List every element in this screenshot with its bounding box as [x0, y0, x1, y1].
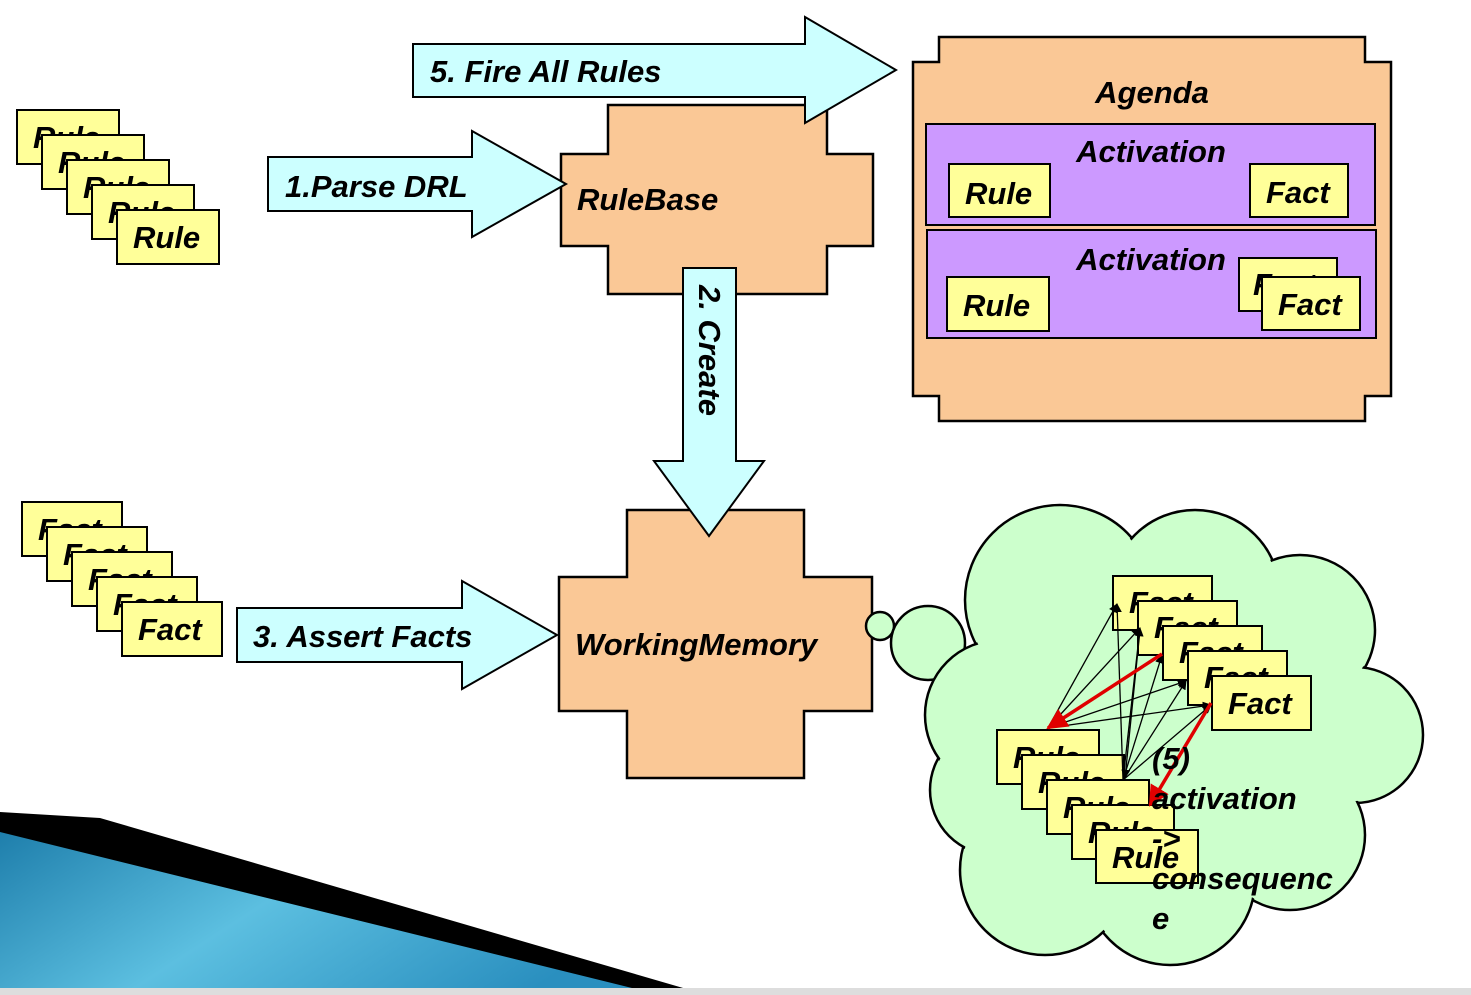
svg-text:Fact: Fact: [1266, 175, 1331, 210]
activation-fact-card: Fact: [1249, 163, 1349, 218]
assert-facts-label: 3. Assert Facts: [253, 619, 472, 654]
svg-text:(5): (5): [1152, 741, 1190, 776]
svg-text:Fact: Fact: [1278, 287, 1343, 322]
activation-title: Activation: [1075, 134, 1226, 169]
svg-text:e: e: [1152, 901, 1169, 936]
activation-fact-card: Fact: [1261, 276, 1361, 331]
activation-rule-card: Rule: [948, 163, 1051, 218]
rulebase-label: RuleBase: [577, 182, 718, 217]
cloud-fact-card: Fact: [1211, 675, 1312, 731]
fact-card-stack: Fact Fact Fact Fact Fact: [21, 501, 223, 657]
create-label: 2. Create: [692, 284, 727, 416]
rete-links: [1047, 603, 1212, 781]
create-arrow: 2. Create: [652, 267, 766, 538]
parse-drl-arrow: 1.Parse DRL: [267, 129, 569, 239]
activation-note: (5) activation -> consequenc e: [1152, 741, 1333, 936]
cloud-rule-card: Rule: [1095, 829, 1199, 884]
thought-bubble-small: [864, 610, 896, 642]
svg-text:Rule: Rule: [133, 220, 200, 255]
working-memory-label: WorkingMemory: [575, 627, 819, 662]
activation-links: [1046, 652, 1213, 807]
activation-box: Activation Rule Fact: [925, 123, 1376, 226]
svg-text:Rule: Rule: [1112, 840, 1179, 875]
svg-text:Fact: Fact: [138, 612, 203, 647]
activation-box: Activation Rule Fact Fact: [926, 229, 1377, 339]
agenda-title: Agenda: [1094, 75, 1209, 110]
svg-text:consequenc: consequenc: [1152, 861, 1333, 896]
svg-text:Rule: Rule: [965, 176, 1032, 211]
cloud-rule-stack: Rule Rule Rule Rule Rule: [996, 729, 1199, 884]
svg-text:Rule: Rule: [963, 288, 1030, 323]
agenda-node: Agenda Activation Rule Fact Activation R…: [911, 35, 1393, 423]
svg-text:->: ->: [1152, 821, 1180, 856]
activation-rule-card: Rule: [946, 276, 1050, 332]
svg-text:Fact: Fact: [1228, 686, 1293, 721]
fact-card: Fact: [121, 601, 223, 657]
cloud-fact-stack: Fact Fact Fact Fact Fact: [1112, 575, 1312, 731]
rule-card: Rule: [116, 209, 220, 265]
working-memory-cloud: Fact Fact Fact Fact Fact Rule Rule Rule …: [864, 503, 1425, 967]
rulebase-node: RuleBase: [559, 103, 875, 296]
rule-card-stack: Rule Rule Rule Rule Rule: [16, 109, 220, 265]
fire-all-rules-arrow: 5. Fire All Rules: [412, 15, 898, 125]
decorative-banner: [0, 812, 1471, 995]
activation-title: Activation: [1075, 242, 1226, 277]
fire-all-rules-label: 5. Fire All Rules: [430, 54, 661, 89]
assert-facts-arrow: 3. Assert Facts: [236, 579, 560, 691]
working-memory-node: WorkingMemory: [557, 508, 874, 780]
parse-drl-label: 1.Parse DRL: [285, 169, 468, 204]
svg-text:activation: activation: [1152, 781, 1297, 816]
